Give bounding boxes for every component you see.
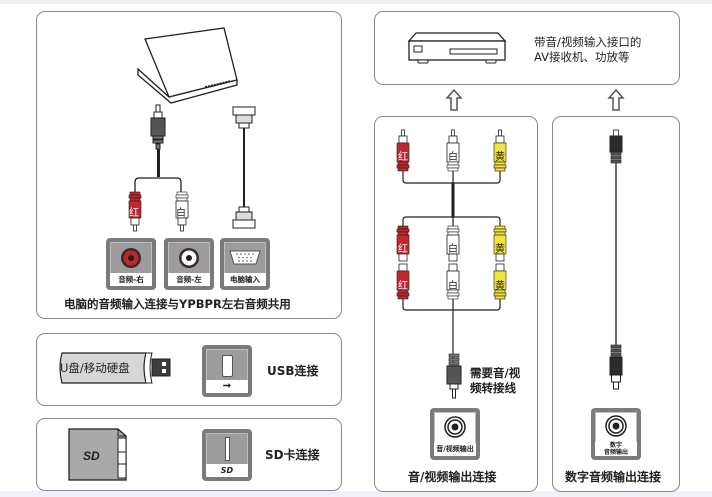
bottom-edge [0, 491, 712, 497]
av-jack-icon [444, 416, 466, 438]
yellow-jack-bottom [493, 263, 507, 300]
digital-audio-caption: 数字音频输出连接 [565, 470, 662, 484]
red-jack-bottom [396, 263, 410, 300]
rca-jack-red-icon [121, 248, 141, 268]
usb-drive-label: U盘/移动硬盘 [60, 361, 130, 375]
red-plug-label: 红 [129, 208, 139, 219]
top-edge [0, 0, 712, 4]
usb-port: ⭢ [202, 345, 252, 397]
vga-cable-icon [232, 106, 256, 229]
sd-card-icon: SD [68, 428, 127, 481]
up-arrow-icon [607, 88, 625, 111]
av-output-port: 音/视频输出 [430, 408, 480, 460]
pc-input-port: 电脑输入 [220, 238, 270, 290]
adapter-note-1: 需要音/视 [470, 366, 521, 380]
av-output-port-label: 音/视频输出 [434, 443, 476, 456]
audio-right-label: 音频-右 [110, 273, 152, 286]
laptop-icon [137, 27, 238, 104]
audio-y-cable-icon [134, 104, 182, 195]
sd-symbol-icon: SD [206, 464, 248, 477]
white-plug-top [446, 129, 460, 172]
audio-right-port: 音频-右 [106, 238, 156, 290]
usb-symbol-icon: ⭢ [206, 380, 248, 393]
sd-caption: SD卡连接 [265, 448, 320, 462]
optical-cable-icon [609, 129, 623, 390]
av-3-5mm-plug-icon [446, 353, 462, 399]
rca-jack-white-icon [179, 248, 199, 268]
sd-logo: SD [83, 449, 100, 463]
vga-port-icon [229, 250, 261, 265]
av-white-label-top: 白 [448, 152, 458, 163]
white-plug-label: 白 [176, 208, 186, 219]
audio-left-label: 音频-左 [168, 273, 210, 286]
av-yellow-label-mid: 黄 [495, 244, 505, 255]
av-red-label-bottom: 红 [398, 281, 408, 292]
yellow-plug-top [493, 129, 507, 172]
av-red-label-top: 红 [398, 152, 408, 163]
av-yellow-label-bottom: 黄 [495, 281, 505, 292]
adapter-note-2: 频转接线 [470, 381, 516, 395]
usb-slot-icon [222, 355, 233, 377]
white-plug-mid [446, 225, 460, 262]
av-yellow-label-top: 黄 [495, 152, 505, 163]
av-output-caption: 音/视频输出连接 [408, 470, 497, 484]
sd-slot-icon [225, 437, 230, 461]
up-arrow-icon [445, 88, 463, 111]
red-rca-plug-icon [128, 191, 142, 232]
av-white-label-bottom: 白 [448, 281, 458, 292]
av-receiver-icon [407, 32, 507, 64]
red-plug-top [396, 129, 410, 172]
yellow-plug-mid [493, 225, 507, 262]
av-receiver-text-1: 带音/视频输入接口的 [534, 35, 642, 49]
sd-port: SD [202, 429, 252, 481]
red-plug-mid [396, 225, 410, 262]
optical-jack-icon [605, 415, 627, 437]
digital-label-line1: 数字 [609, 442, 622, 449]
digital-audio-port: 数字 音频输出 [591, 408, 641, 460]
av-white-label-mid: 白 [448, 244, 458, 255]
white-jack-bottom [446, 263, 460, 300]
pc-input-label: 电脑输入 [224, 273, 266, 286]
digital-audio-port-label: 数字 音频输出 [595, 442, 637, 456]
digital-label-line2: 音频输出 [603, 449, 628, 456]
av-receiver-text-2: AV接收机、功放等 [534, 50, 630, 64]
usb-caption: USB连接 [267, 364, 319, 378]
av-cable-diagram [396, 129, 507, 362]
white-rca-plug-icon [175, 191, 189, 232]
audio-left-port: 音频-左 [164, 238, 214, 290]
av-red-label-mid: 红 [398, 244, 408, 255]
usb-drive-icon [59, 352, 171, 384]
pc-audio-caption: 电脑的音频输入连接与YPBPR左右音频共用 [64, 297, 291, 311]
